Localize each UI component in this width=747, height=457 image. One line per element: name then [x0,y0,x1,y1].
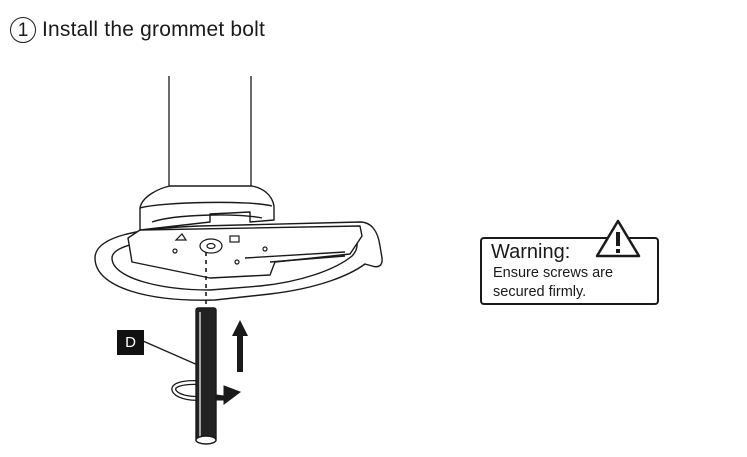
warning-box: Warning: Ensure screws are secured firml… [480,237,659,305]
mount-base [94,185,383,301]
upward-arrow [232,320,248,372]
grommet-bolt [195,307,217,445]
part-leader-line [142,340,201,367]
warning-text: Ensure screws are secured firmly. [493,265,614,300]
step-header: 1 Install the grommet bolt [10,14,265,46]
warning-triangle-icon [595,219,641,258]
part-label-d: D [117,330,144,355]
warning-title: Warning: [491,241,571,263]
step-title: Install the grommet bolt [42,18,266,41]
mount-holes [172,233,268,265]
rotation-arrow [215,385,242,405]
monitor-pole [168,76,252,190]
step-number: 1 [10,17,36,43]
